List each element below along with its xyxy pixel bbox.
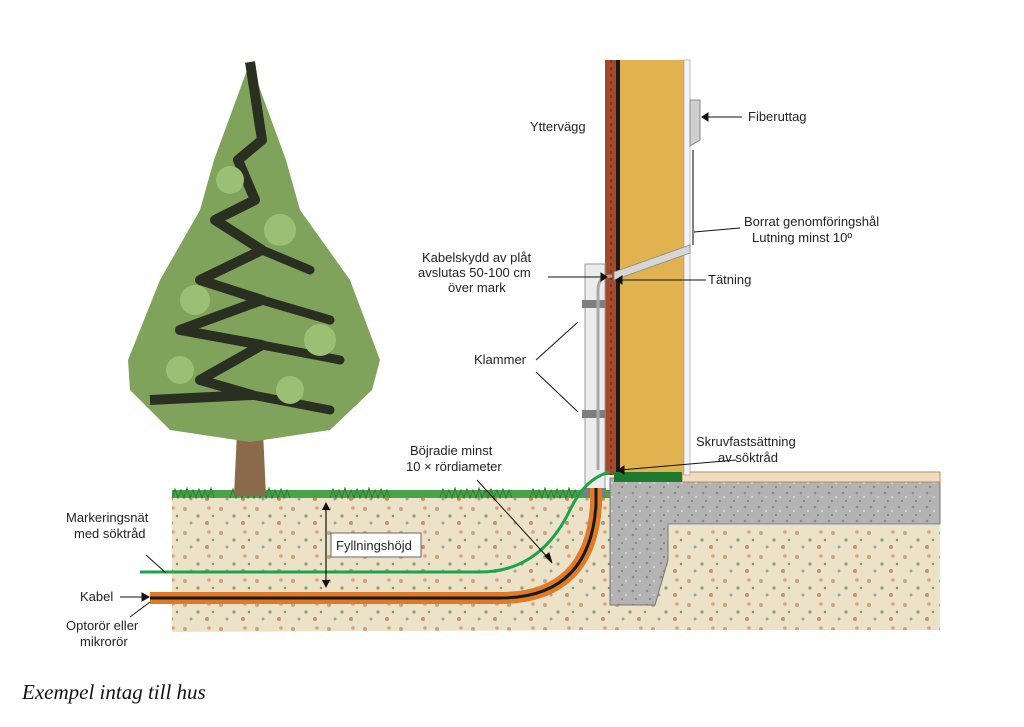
label-skruv-2: av söktråd [718, 450, 778, 465]
label-borrat-1: Borrat genomföringshål [744, 214, 879, 229]
label-fiberuttag: Fiberuttag [748, 109, 807, 124]
label-kabel: Kabel [80, 589, 113, 604]
tree [128, 61, 380, 496]
label-markering-2: med söktråd [74, 526, 146, 541]
fill-height-arrow [322, 502, 330, 588]
label-yttervagg: Yttervägg [530, 119, 586, 134]
outer-wall [605, 59, 691, 482]
label-skruv-1: Skruvfastsättning [696, 434, 796, 449]
label-optoror-2: mikrorör [80, 634, 128, 649]
label-tatning: Tätning [708, 272, 751, 287]
marker-wire [140, 470, 611, 574]
fiber-outlet [689, 99, 701, 147]
cable-tube [150, 488, 602, 604]
label-markering-1: Markeringsnät [66, 510, 149, 525]
label-bojradie-2: 10 × rördiameter [406, 459, 502, 474]
label-optoror-1: Optorör eller [66, 618, 139, 633]
leader-lines [120, 112, 742, 618]
label-borrat-2: Lutning minst 10º [752, 230, 852, 245]
label-kabelskydd-1: Kabelskydd av plåt [422, 250, 532, 265]
label-klammer: Klammer [474, 352, 527, 367]
fill-height-box [330, 532, 422, 558]
label-kabelskydd-2: avslutas 50-100 cm [418, 265, 531, 280]
label-kabelskydd-3: över mark [448, 280, 506, 295]
drilled-hole [613, 150, 694, 281]
label-bojradie-1: Böjradie minst [410, 443, 493, 458]
figure-caption: Exempel intag till hus [21, 680, 206, 704]
label-fyllningshojd: Fyllningshöjd [336, 538, 412, 553]
